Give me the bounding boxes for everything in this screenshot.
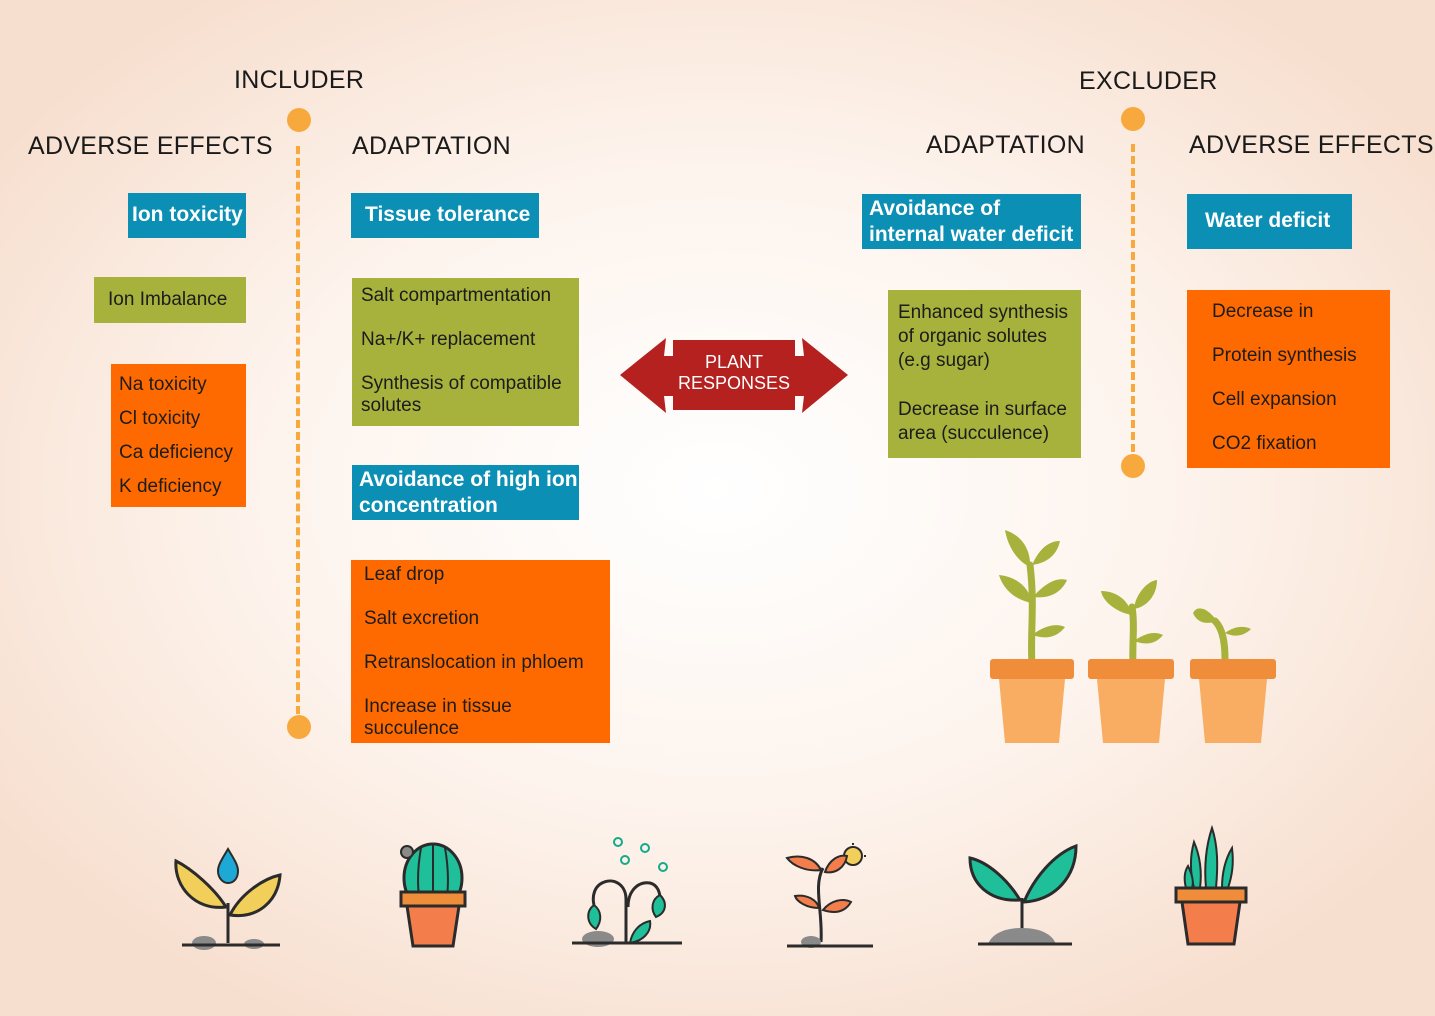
includer-adverse-header: ADVERSE EFFECTS [28, 132, 273, 160]
includer-adaptation-header: ADAPTATION [352, 132, 512, 160]
water-deficit-box: Water deficit [1187, 194, 1352, 249]
excluder-timeline-top-dot [1121, 107, 1145, 131]
succulent-pot-icon [1174, 824, 1248, 946]
sprout-water-drop-icon [174, 847, 282, 950]
seedling-icon [968, 843, 1078, 946]
avoidance-high-ion-box: Avoidance of high ion concentration [352, 465, 579, 520]
tissue-tolerance-box: Tissue tolerance [351, 193, 539, 238]
excluder-timeline-bottom-dot [1121, 454, 1145, 478]
cactus-icon [399, 842, 467, 948]
avoidance-water-deficit-box: Avoidance of internal water deficit [862, 194, 1081, 249]
includer-title: INCLUDER [234, 66, 365, 94]
tissue-tolerance-items-box: Salt compartmentation Na+/K+ replacement… [352, 278, 579, 426]
ion-toxicity-box: Ion toxicity [128, 193, 246, 238]
toxicity-list-box: Na toxicity Cl toxicity Ca deficiency K … [111, 364, 246, 507]
wilting-plant-icon [572, 837, 682, 947]
includer-timeline-top-dot [287, 108, 311, 132]
double-arrow-icon [620, 338, 848, 413]
excluder-adverse-header: ADVERSE EFFECTS [1189, 131, 1434, 159]
sun-plant-icon [785, 843, 873, 948]
ion-imbalance-box: Ion Imbalance [94, 277, 246, 323]
excluder-adaptation-header: ADAPTATION [926, 131, 1086, 159]
organic-solutes-box: Enhanced synthesis of organic solutes (e… [888, 290, 1081, 458]
includer-timeline-bottom-dot [287, 715, 311, 739]
excluder-title: EXCLUDER [1079, 67, 1218, 95]
plant-responses-label: PLANT RESPONSES [677, 352, 791, 393]
excluder-timeline-line [1131, 144, 1135, 452]
decrease-in-box: Decrease in Protein synthesis Cell expan… [1187, 290, 1390, 468]
includer-timeline-line [296, 146, 300, 714]
avoidance-items-box: Leaf drop Salt excretion Retranslocation… [351, 560, 610, 743]
potted-seedlings-icon [990, 530, 1276, 743]
